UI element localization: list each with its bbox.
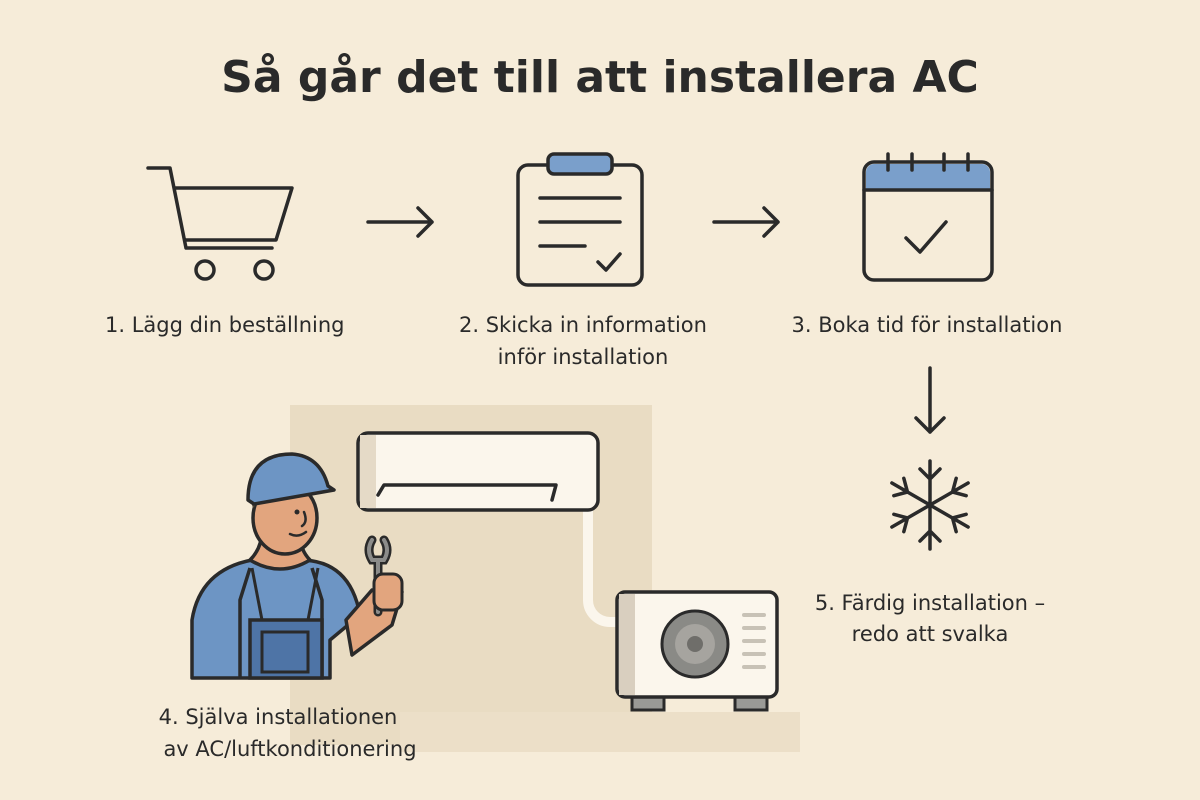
calendar-check-icon: [862, 152, 994, 282]
step-2-label-line-2: inför installation: [498, 345, 669, 369]
arrow-down-icon: [914, 366, 946, 434]
technician-figure: [190, 452, 404, 680]
step-4-label-line-1: 4. Själva installationen: [159, 705, 398, 729]
floor-ledge: [400, 712, 800, 752]
outdoor-ac-unit: [615, 590, 779, 712]
step-3-label: 3. Boka tid för installation: [792, 313, 1063, 337]
clipboard-check-icon: [516, 152, 644, 287]
shopping-cart-icon: [146, 166, 294, 281]
page-title: Så går det till att installera AC: [221, 52, 979, 103]
step-5-label-line-1: 5. Färdig installation –: [815, 591, 1045, 615]
step-1-label: 1. Lägg din beställning: [105, 313, 345, 337]
step-4-label-line-2: av AC/luftkonditionering: [163, 737, 416, 761]
technician-ac-illustration: [190, 405, 800, 752]
step-5-label-line-2: redo att svalka: [852, 622, 1009, 646]
step-2-label-line-1: 2. Skicka in information: [459, 313, 707, 337]
snowflake-icon: [890, 459, 970, 551]
arrow-right-icon: [366, 206, 434, 238]
indoor-ac-unit: [356, 431, 620, 627]
arrow-right-icon: [712, 206, 780, 238]
